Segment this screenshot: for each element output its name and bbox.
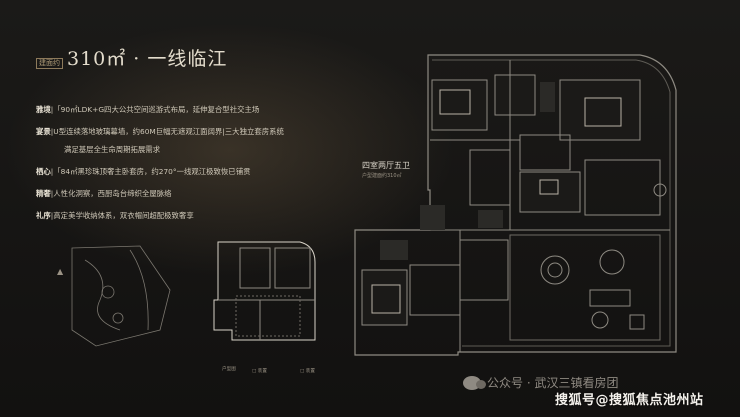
feature-key: 雅境 bbox=[36, 105, 51, 114]
feature-item: 礼序 |高定美学收纳体系，双衣帽间超配极致奢享 bbox=[36, 210, 356, 221]
feature-key: 精奢 bbox=[36, 189, 51, 198]
legend-left: □ 装置 bbox=[252, 369, 267, 374]
area-tag: 建面约 bbox=[36, 58, 63, 69]
footer-brand: 搜狐号@搜狐焦点池州站 bbox=[555, 393, 704, 408]
feature-key: 栖心 bbox=[36, 167, 51, 176]
feature-key: 宴景 bbox=[36, 127, 51, 136]
feature-value: |U型连续落地玻璃幕墙，约60M巨幅无遮观江面阔界|三大独立套房系统 bbox=[50, 127, 284, 136]
feature-item: 宴景 |U型连续落地玻璃幕墙，约60M巨幅无遮观江面阔界|三大独立套房系统 bbox=[36, 126, 356, 137]
feature-item: 满足基层全生命周期拓展需求 bbox=[36, 144, 356, 155]
feature-item: 栖心 |「84㎡黑珍珠顶奢主卧套房，约270°一线观江极致恢已铺贯 bbox=[36, 166, 356, 177]
compass-north: ▲ bbox=[57, 267, 64, 276]
wechat-icon bbox=[463, 375, 486, 390]
feature-value: |高定美学收纳体系，双衣帽间超配极致奢享 bbox=[50, 211, 194, 220]
feature-continuation: 满足基层全生命周期拓展需求 bbox=[64, 145, 161, 154]
feature-item: 精奢 |人性化洞察，西厨岛台缔织全屋脉络 bbox=[36, 188, 356, 199]
feature-value: |人性化洞察，西厨岛台缔织全屋脉络 bbox=[50, 189, 172, 198]
plan-label: 四室两厅五卫 bbox=[362, 161, 410, 170]
feature-value: |「84㎡黑珍珠顶奢主卧套房，约270°一线观江极致恢已铺贯 bbox=[50, 167, 251, 176]
area-title: 310㎡ · 一线临江 bbox=[67, 48, 228, 70]
area-heading: 建面约 310㎡ · 一线临江 bbox=[36, 44, 227, 71]
feature-value: |「90㎡LDK+G四大公共空间巡游式布局，延伸复合型社交主场 bbox=[50, 105, 260, 114]
watermark-text: 公众号 · 武汉三镇看房团 bbox=[487, 376, 619, 390]
feature-item: 雅境 |「90㎡LDK+G四大公共空间巡游式布局，延伸复合型社交主场 bbox=[36, 104, 356, 115]
feature-key: 礼序 bbox=[36, 211, 51, 220]
legend-right: □ 装置 bbox=[300, 369, 315, 374]
plan-sublabel: 户型建面约310㎡ bbox=[362, 173, 402, 179]
mini-plan-caption: 户型图 bbox=[222, 367, 236, 372]
wechat-watermark: 公众号 · 武汉三镇看房团 bbox=[463, 374, 618, 391]
feature-list: 雅境 |「90㎡LDK+G四大公共空间巡游式布局，延伸复合型社交主场 宴景 |U… bbox=[36, 104, 356, 232]
